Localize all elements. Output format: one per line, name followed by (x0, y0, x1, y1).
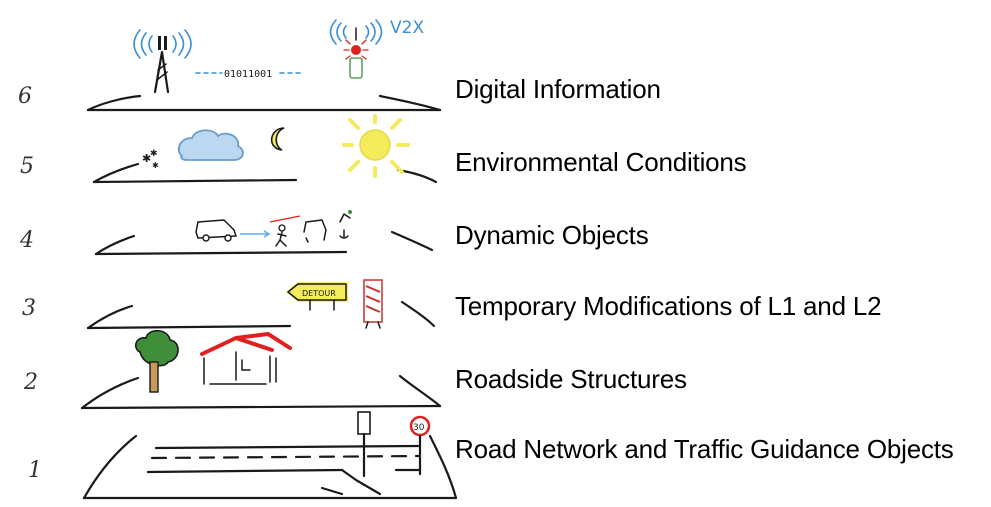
layer-label-5: Environmental Conditions (455, 147, 747, 177)
layer-number-4: 4 (20, 228, 34, 253)
layer-3-plane (86, 300, 436, 330)
layer-6-plane (86, 94, 442, 112)
vehicle-rear-icon (303, 219, 327, 243)
road-sign-icon (357, 411, 371, 478)
pedestrian-icon (275, 224, 287, 247)
svg-text:✱: ✱ (150, 148, 158, 158)
layer-number-3: 3 (22, 296, 36, 321)
speed-limit-text: 30 (413, 423, 425, 433)
detour-text: DETOUR (302, 289, 336, 298)
layer-1-plane (82, 434, 458, 500)
moon-icon (270, 127, 285, 151)
cloud-icon (177, 129, 244, 161)
layer-2-plane (80, 374, 442, 410)
binary-text: 01011001 (224, 69, 272, 80)
detour-sign-icon: DETOUR (286, 282, 348, 311)
v2x-label: V2X (390, 18, 424, 38)
cyclist-icon (339, 210, 352, 239)
layer-label-1: Road Network and Traffic Guidance Object… (455, 434, 954, 464)
layer-number-2: 2 (24, 370, 38, 395)
speed-limit-sign-icon: 30 (409, 415, 431, 476)
layer-number-5: 5 (20, 154, 34, 179)
svg-text:✱: ✱ (142, 153, 151, 165)
layer-label-2: Roadside Structures (455, 364, 687, 394)
traffic-light-icon (329, 19, 383, 79)
layer-number-1: 1 (28, 458, 42, 483)
svg-text:✱: ✱ (152, 161, 159, 170)
layer-number-6: 6 (18, 84, 32, 109)
layer-label-3: Temporary Modifications of L1 and L2 (455, 291, 882, 321)
layer-5-plane (92, 162, 438, 184)
layer-label-4: Dynamic Objects (455, 220, 649, 250)
car-icon (195, 219, 237, 242)
house-icon (200, 331, 292, 385)
layer-label-6: Digital Information (455, 74, 661, 104)
tree-icon (134, 329, 179, 393)
snowflake-icon: ✱ ✱ ✱ (142, 148, 159, 170)
sun-icon (342, 114, 410, 178)
pedestrian-motion-arrow (269, 215, 301, 223)
cell-tower-icon (133, 29, 192, 94)
layer-4-plane (94, 230, 434, 256)
construction-barrier-icon (363, 279, 383, 329)
road-markings (146, 444, 422, 496)
